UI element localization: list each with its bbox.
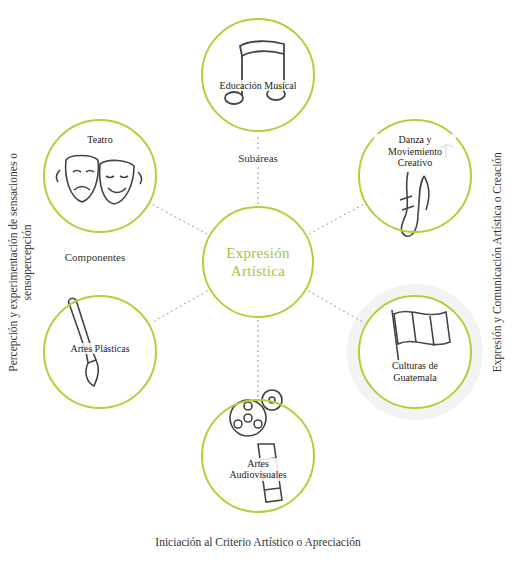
subarea-label: Culturas de Guatemala — [377, 360, 453, 383]
dotted-connector — [309, 204, 363, 234]
subareas-label: Subáreas — [218, 152, 298, 166]
music-note-icon — [225, 41, 285, 104]
dotted-connector — [258, 134, 259, 204]
axis-label: Iniciación al Criterio Artístico o Aprec… — [128, 535, 388, 549]
halo-inner — [359, 296, 471, 408]
subarea-circle: Danza y Moviemiento Creativo — [358, 119, 472, 233]
subarea-circle: Educación Musical — [201, 18, 315, 132]
central-title: Expresión Artística — [206, 244, 310, 280]
subarea-label: Educación Musical — [216, 80, 300, 92]
components-label: Componentes — [50, 251, 140, 265]
theatre-masks-icon — [56, 156, 141, 205]
subarea-label: Artes Plásticas — [68, 343, 132, 355]
dotted-connector — [308, 291, 363, 323]
halo — [347, 284, 483, 420]
subarea-circle: Teatro — [43, 119, 157, 233]
central-circle: Expresión Artística — [202, 206, 314, 318]
axis-label: Expresión y Comunicación Artística o Cre… — [490, 137, 504, 387]
subarea-label: Teatro — [68, 134, 132, 146]
subarea-circle: Artes Plásticas — [43, 295, 157, 409]
subarea-label: Danza y Moviemiento Creativo — [374, 134, 456, 169]
dotted-connector — [152, 204, 207, 234]
film-reel-icon — [230, 390, 282, 502]
subarea-circle: Artes Audiovisuales — [201, 399, 315, 513]
dotted-connector — [151, 291, 207, 323]
subarea-label: Artes Audiovisuales — [221, 458, 295, 481]
axis-label: Percepción y experimentación de sensacio… — [6, 137, 35, 387]
subarea-circle: Culturas de Guatemala — [358, 295, 472, 409]
dotted-connector — [258, 320, 259, 397]
